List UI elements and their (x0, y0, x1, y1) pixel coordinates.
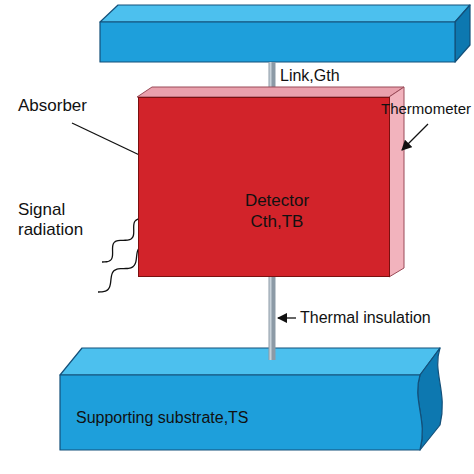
rod-connector (269, 277, 276, 360)
substrate-block (60, 348, 442, 450)
thermometer-leader (402, 124, 428, 150)
thermometer-slab (137, 87, 404, 277)
node-text: Cth,TB (175, 211, 379, 232)
part-label: Link,Gth (280, 66, 340, 85)
detector-box: DetectorCth,TB (138, 97, 390, 277)
part-label: Thermal insulation (300, 308, 431, 327)
rod-highlight (270, 277, 272, 360)
part-label: Thermometer (381, 100, 471, 118)
part-label: Absorber (18, 96, 87, 116)
node-text: Supporting substrate,TS (76, 408, 440, 428)
top-heat-sink (100, 5, 470, 62)
insulation-leader (278, 317, 296, 318)
substrate-box: Supporting substrate,TS (60, 348, 440, 450)
part-label: Signal radiation (18, 200, 110, 241)
thermal-rod (271, 277, 273, 360)
node-text: Detector (175, 190, 379, 211)
